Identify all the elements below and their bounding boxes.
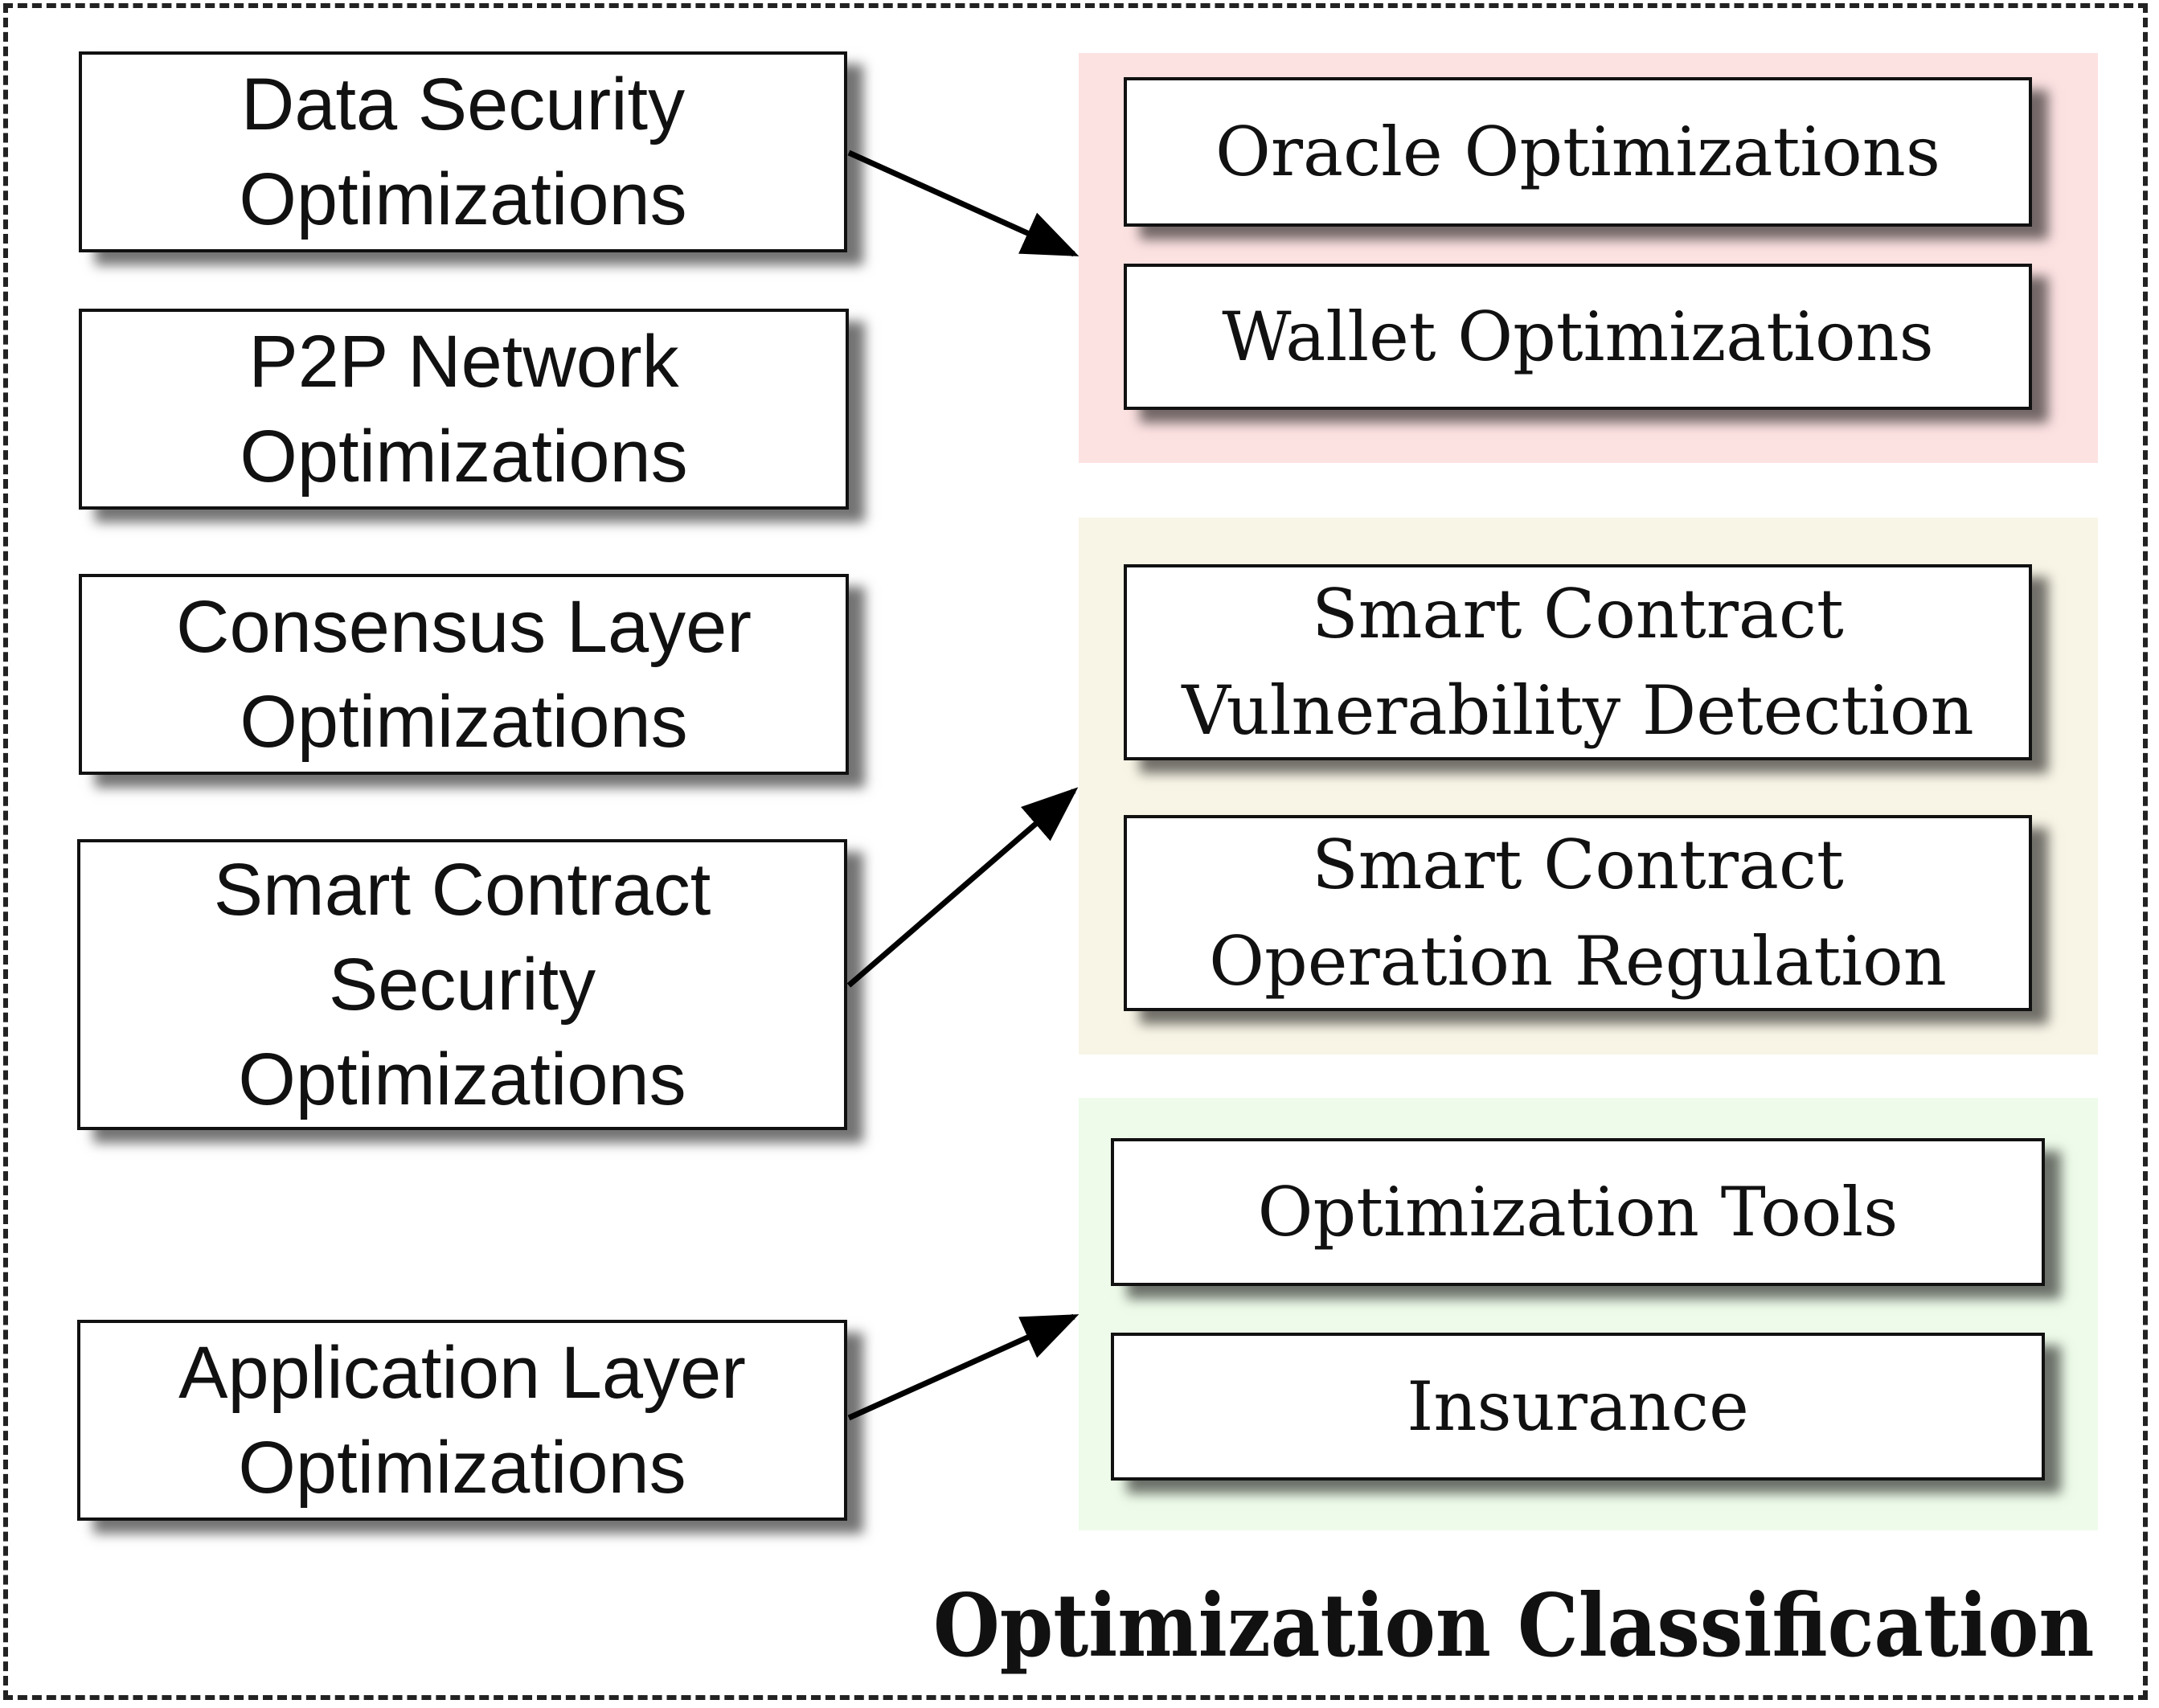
box-label-line: Wallet Optimizations (1222, 297, 1934, 376)
optimization-tools-box: Optimization Tools (1111, 1138, 2045, 1286)
consensus-layer-box: Consensus Layer Optimizations (79, 574, 849, 775)
wallet-optimizations-box: Wallet Optimizations (1124, 264, 2032, 410)
application-layer-box: Application Layer Optimizations (77, 1320, 847, 1521)
arrow-application-layer (847, 1313, 1080, 1421)
box-label-line: Optimizations (238, 1427, 686, 1509)
box-label-line: Smart Contract (1312, 575, 1844, 653)
box-label-line: Vulnerability Detection (1182, 671, 1974, 750)
data-security-box: Data Security Optimizations (79, 51, 847, 252)
operation-regulation-box: Smart Contract Operation Regulation (1124, 815, 2032, 1011)
vulnerability-detection-box: Smart Contract Vulnerability Detection (1124, 564, 2032, 760)
box-label-line: Optimizations (240, 416, 688, 498)
diagram-frame (3, 3, 2148, 1700)
box-label-line: Optimizations (239, 158, 687, 240)
box-label-line: Oracle Optimizations (1215, 113, 1940, 191)
smart-contract-security-box: Smart Contract Security Optimizations (77, 839, 847, 1130)
box-label-line: Optimizations (240, 681, 688, 763)
box-label-line: Consensus Layer (176, 586, 752, 668)
diagram-caption: Optimization Classification (933, 1575, 2095, 1677)
box-label-line: Security (328, 944, 596, 1026)
box-label-line: Insurance (1407, 1367, 1749, 1446)
arrow-smart-contract (846, 787, 1079, 988)
box-label-line: Optimization Tools (1257, 1173, 1899, 1251)
oracle-optimizations-box: Oracle Optimizations (1124, 77, 2032, 227)
box-label-line: P2P Network (248, 321, 679, 403)
insurance-box: Insurance (1111, 1333, 2045, 1481)
box-label-line: Application Layer (178, 1332, 746, 1414)
box-label-line: Operation Regulation (1209, 922, 1947, 1001)
box-label-line: Smart Contract (1312, 825, 1844, 904)
box-label-line: Data Security (240, 63, 686, 145)
arrow-data-security (847, 150, 1080, 257)
box-label-line: Smart Contract (213, 849, 711, 931)
box-label-line: Optimizations (238, 1038, 686, 1120)
p2p-network-box: P2P Network Optimizations (79, 309, 849, 510)
